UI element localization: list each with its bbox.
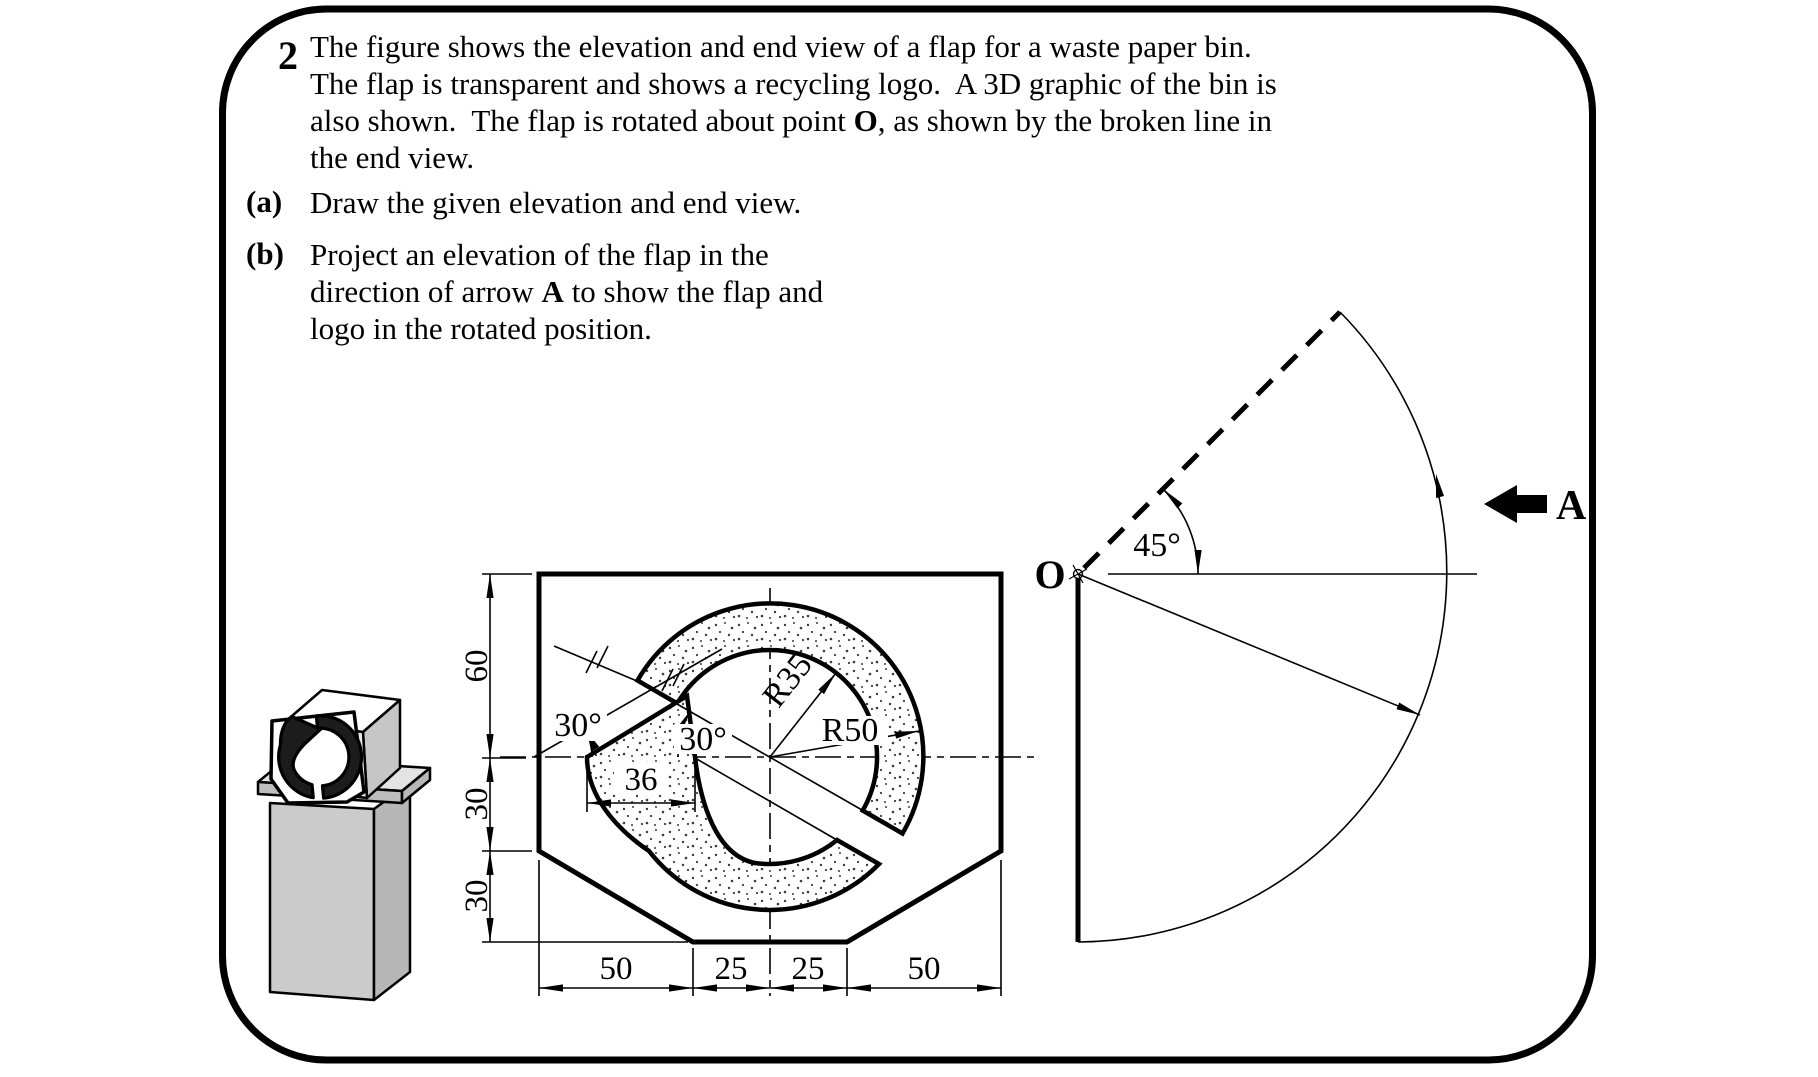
dim-label-25b: 25 xyxy=(792,951,825,987)
bin-3d-graphic xyxy=(256,688,432,1002)
dim-label-30a: 30 xyxy=(459,788,495,821)
pivot-label: O xyxy=(1034,552,1065,597)
rotated-flap-broken-line xyxy=(1082,310,1342,570)
angle-label-left: 30° xyxy=(554,707,602,744)
rotation-arc-arrowhead xyxy=(1436,474,1444,498)
intro-line-2: The flap is transparent and shows a recy… xyxy=(310,66,1277,101)
dim-label-25a: 25 xyxy=(715,951,748,987)
left-dimension-chain xyxy=(482,573,688,943)
question-number: 2 xyxy=(278,33,298,78)
question-box-border xyxy=(219,5,1596,1064)
intro-line-1: The figure shows the elevation and end v… xyxy=(310,29,1252,64)
pivot-ref-bold: O xyxy=(853,103,878,138)
part-b-line-3: logo in the rotated position. xyxy=(310,311,652,346)
view-direction-label: A xyxy=(1556,483,1587,529)
angle-45-arc xyxy=(1162,488,1202,575)
bin-pedestal-side xyxy=(372,781,412,1002)
dim-label-60: 60 xyxy=(459,650,495,683)
elevation-view: 30° 30° R35 R50 60 30 30 xyxy=(459,571,1038,996)
rotation-arc xyxy=(1077,311,1448,943)
part-a-marker: (a) xyxy=(246,184,283,219)
part-b-line-1: Project an elevation of the flap in the xyxy=(310,237,769,272)
bin-pedestal-front xyxy=(268,801,376,1002)
angle-label-right: 30° xyxy=(679,721,727,758)
dim-36-group xyxy=(586,764,696,812)
dim-label-30b: 30 xyxy=(459,880,495,913)
angle-45-label: 45° xyxy=(1133,527,1181,564)
radius-r50-label: R50 xyxy=(822,712,879,749)
radius-r35-leader xyxy=(769,672,837,758)
part-b-marker: (b) xyxy=(246,236,284,271)
flap-outline xyxy=(536,571,1004,945)
dim-label-50b: 50 xyxy=(908,951,941,987)
dim-label-36: 36 xyxy=(625,762,658,798)
dim-label-50a: 50 xyxy=(600,951,633,987)
bin-rim-side xyxy=(400,766,432,805)
end-view: 45° O A xyxy=(1034,310,1587,943)
part-a-text: Draw the given elevation and end view. xyxy=(310,185,802,220)
part-b-line-2: direction of arrow A to show the flap an… xyxy=(310,274,824,309)
radius-to-arc xyxy=(1077,573,1421,716)
view-direction-arrow-icon xyxy=(1484,485,1547,523)
bottom-dimension-chain xyxy=(538,860,1002,996)
intro-line-3: also shown. The flap is rotated about po… xyxy=(310,103,1273,138)
arrow-ref-bold: A xyxy=(541,274,564,309)
intro-line-4: the end view. xyxy=(310,140,475,175)
